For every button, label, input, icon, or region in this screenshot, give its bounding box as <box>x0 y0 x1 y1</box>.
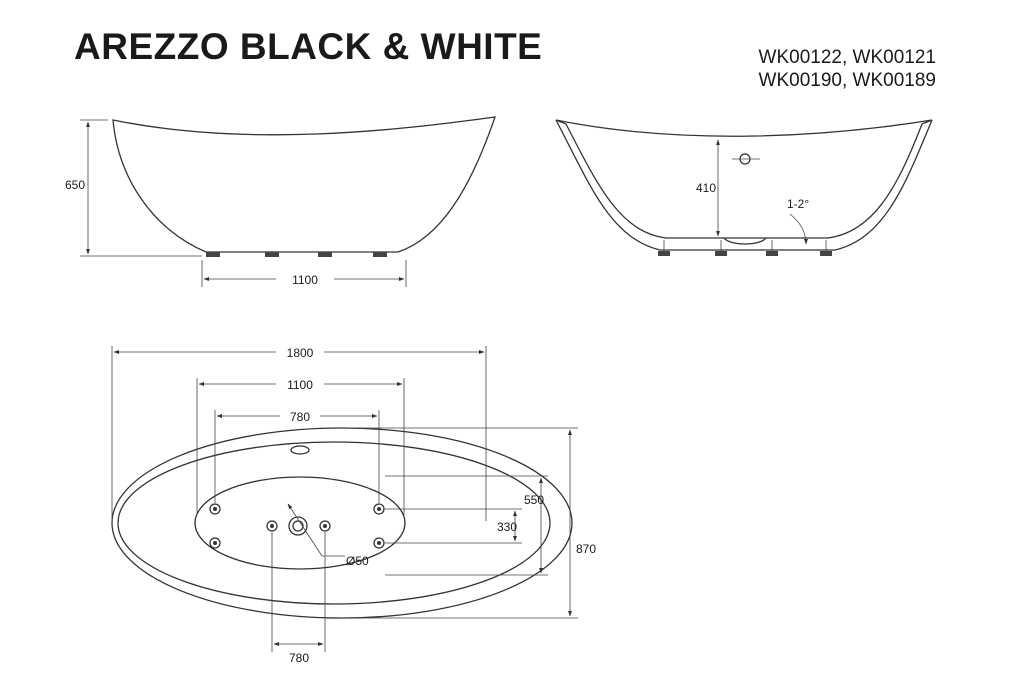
top-view: 1800 1100 780 870 550 330 Ø50 <box>111 345 596 665</box>
product-codes: WK00122, WK00121 WK00190, WK00189 <box>759 46 936 92</box>
section-foot-1 <box>658 251 670 256</box>
top-foot-5 <box>266 520 278 532</box>
top-overflow-icon <box>290 445 310 455</box>
top-foot-2 <box>373 503 385 515</box>
top-inner-basin <box>117 441 551 605</box>
feet-inner-label: 780 <box>290 410 310 424</box>
section-outer-shell <box>555 119 933 251</box>
product-title: AREZZO BLACK & WHITE <box>74 26 543 67</box>
side-foot-2 <box>265 252 279 257</box>
section-foot-4 <box>820 251 832 256</box>
depth-label: 410 <box>696 181 716 195</box>
top-foot-4 <box>373 537 385 549</box>
section-view: 410 1-2° <box>555 119 933 256</box>
side-foot-4 <box>373 252 387 257</box>
height-label: 650 <box>65 178 85 192</box>
section-foot-3 <box>766 251 778 256</box>
product-codes-line-1: WK00122, WK00121 <box>758 47 936 68</box>
section-foot-2 <box>715 251 727 256</box>
top-base-floor <box>194 476 406 570</box>
side-foot-3 <box>318 252 332 257</box>
top-foot-1 <box>209 503 221 515</box>
feet-span-label: 1100 <box>292 273 318 287</box>
feet-outer-label: 1100 <box>287 378 313 392</box>
side-foot-1 <box>206 252 220 257</box>
drain-diameter-leader <box>287 503 323 557</box>
section-drain-sump <box>723 237 767 245</box>
bottom-label: 780 <box>289 651 309 665</box>
side-view: 650 1100 <box>65 116 496 287</box>
width-label: 870 <box>576 542 596 556</box>
product-codes-line-2: WK00190, WK00189 <box>758 70 936 91</box>
drain-icon <box>288 516 308 536</box>
feet-depth-label: 550 <box>524 493 544 507</box>
top-foot-3 <box>209 537 221 549</box>
side-view-outline <box>112 116 496 253</box>
section-rim <box>555 119 933 137</box>
slope-indicator <box>789 213 808 245</box>
section-inner-shell <box>565 123 923 239</box>
drain-diameter-label: Ø50 <box>346 554 369 568</box>
length-label: 1800 <box>287 346 314 360</box>
drain-offset-label: 330 <box>497 520 517 534</box>
top-foot-6 <box>319 520 331 532</box>
slope-label: 1-2° <box>787 197 809 211</box>
